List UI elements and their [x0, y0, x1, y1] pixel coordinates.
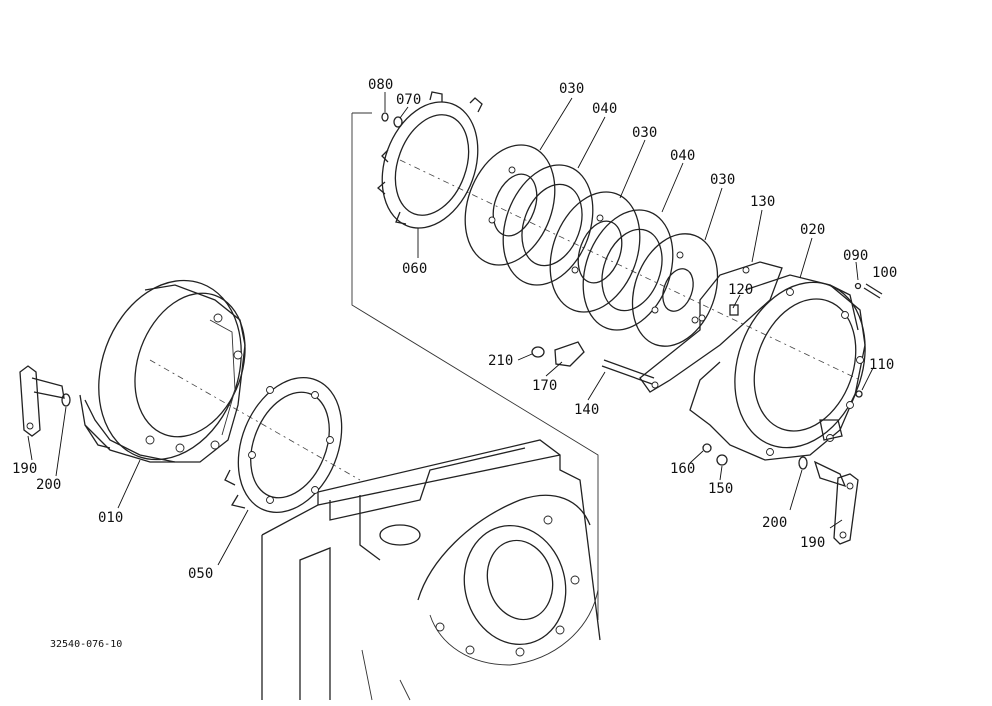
label-080[interactable]: 080 [368, 77, 393, 93]
fasteners [531, 282, 883, 470]
brake-cam-link [639, 261, 783, 393]
label-030-a[interactable]: 030 [559, 81, 584, 97]
label-150[interactable]: 150 [708, 481, 733, 497]
left-brake-housing [79, 279, 246, 463]
friction-plate-060 [377, 91, 483, 229]
figure-code: 32540-076-10 [50, 639, 122, 650]
label-060[interactable]: 060 [402, 261, 427, 277]
label-200-right[interactable]: 200 [762, 515, 787, 531]
label-040-a[interactable]: 040 [592, 101, 617, 117]
label-190-right[interactable]: 190 [800, 535, 825, 551]
label-090[interactable]: 090 [843, 248, 868, 264]
label-040-b[interactable]: 040 [670, 148, 695, 164]
label-170[interactable]: 170 [532, 378, 557, 394]
right-brake-housing [689, 274, 866, 461]
label-120[interactable]: 120 [728, 282, 753, 298]
label-130[interactable]: 130 [750, 194, 775, 210]
label-110[interactable]: 110 [869, 357, 894, 373]
label-070[interactable]: 070 [396, 92, 421, 108]
part-labels: 080 070 060 030 040 030 040 030 130 020 … [12, 77, 897, 650]
label-020[interactable]: 020 [800, 222, 825, 238]
label-160[interactable]: 160 [670, 461, 695, 477]
label-200-left[interactable]: 200 [36, 477, 61, 493]
label-190-left[interactable]: 190 [12, 461, 37, 477]
right-lever [813, 460, 859, 545]
label-030-c[interactable]: 030 [710, 172, 735, 188]
brake-disc-stack [464, 144, 719, 347]
left-lever [19, 365, 71, 437]
label-140[interactable]: 140 [574, 402, 599, 418]
gasket-plate-left [224, 377, 343, 513]
label-050[interactable]: 050 [188, 566, 213, 582]
assembly-axis-lines [149, 112, 861, 620]
leader-lines [27, 92, 874, 566]
label-010[interactable]: 010 [98, 510, 123, 526]
transmission-case [261, 439, 601, 701]
label-100[interactable]: 100 [872, 265, 897, 281]
label-210[interactable]: 210 [488, 353, 513, 369]
label-030-b[interactable]: 030 [632, 125, 657, 141]
